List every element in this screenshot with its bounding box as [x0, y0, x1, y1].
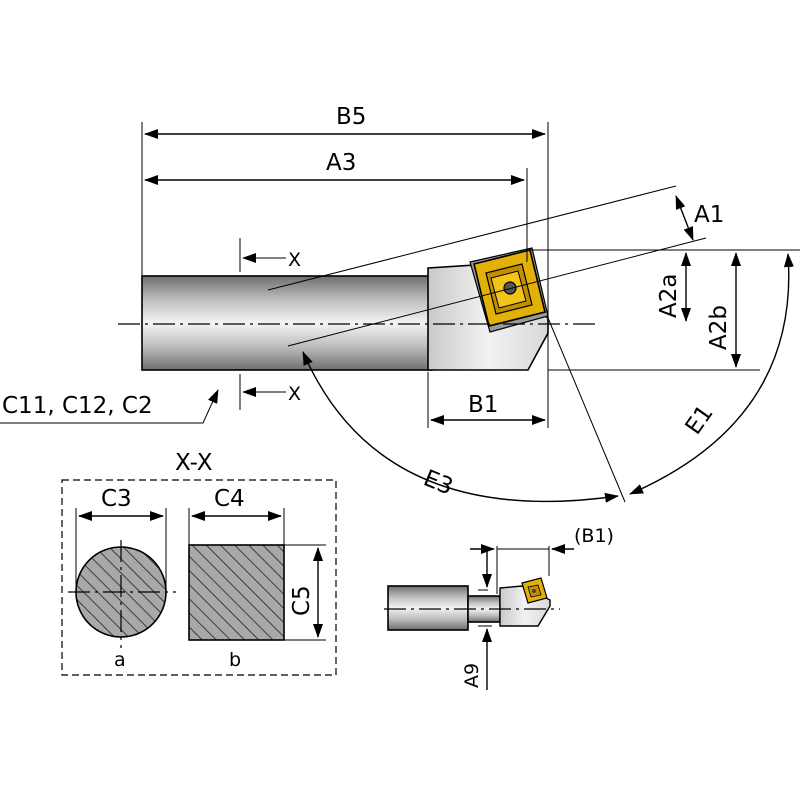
dim-e3 — [302, 351, 619, 503]
label-e3: E3 — [420, 465, 457, 500]
label-b5: B5 — [336, 104, 366, 130]
stepped-shank — [387, 585, 469, 631]
label-section-title: X-X — [175, 450, 213, 476]
label-c5: C5 — [289, 585, 315, 616]
label-x-bottom: X — [288, 383, 301, 405]
main-tool-view — [118, 247, 600, 371]
stepped-insert — [521, 577, 548, 604]
stepped-holder-view: (B1) A9 — [384, 525, 614, 690]
label-b1: B1 — [468, 392, 498, 418]
label-a9: A9 — [461, 663, 483, 688]
label-sub-b: b — [229, 649, 241, 671]
label-sub-a: a — [114, 649, 126, 671]
dim-e1 — [629, 253, 794, 495]
label-a2a: A2a — [656, 274, 682, 318]
label-b1-ref: (B1) — [574, 525, 614, 547]
square-section — [188, 544, 285, 641]
label-x-top: X — [288, 249, 301, 271]
section-x-x: X-X C3 a C4 C5 b — [61, 450, 337, 676]
label-a2b: A2b — [706, 305, 732, 350]
label-a1: A1 — [694, 202, 724, 228]
shank — [141, 275, 433, 371]
label-c4: C4 — [214, 486, 245, 512]
label-c-codes: C11, C12, C2 — [2, 393, 153, 419]
c-codes-leader — [0, 389, 219, 424]
dim-a1 — [675, 195, 694, 241]
label-a3: A3 — [326, 150, 356, 176]
label-e1: E1 — [681, 401, 719, 440]
label-c3: C3 — [101, 486, 132, 512]
section-frame — [61, 479, 337, 676]
